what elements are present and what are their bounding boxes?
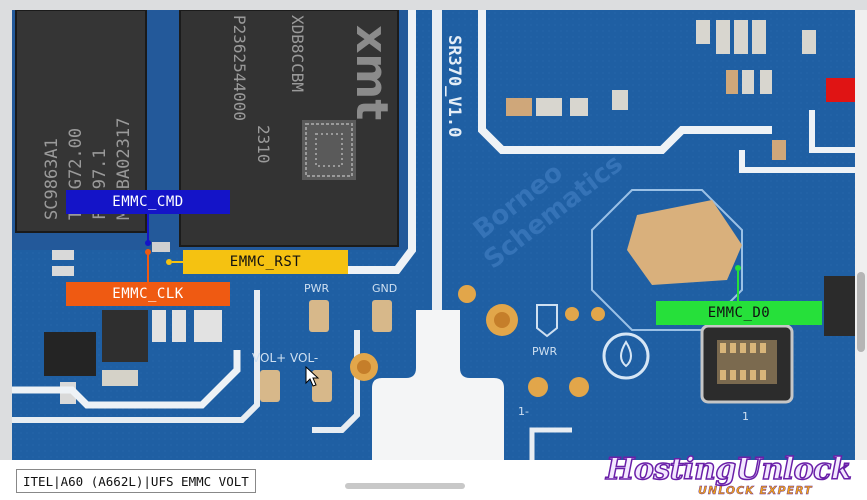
logo-sub-text: UNLOCK EXPERT	[698, 484, 813, 497]
red-marker	[826, 78, 855, 102]
logo-sub-b: EXPERT	[759, 484, 813, 497]
label-emmc-cmd: EMMC_CMD	[66, 190, 230, 214]
emmc-line-2: P2362544000	[230, 15, 249, 121]
horizontal-scroll-indicator[interactable]	[345, 483, 465, 489]
logo-sub-a: UNLOCK	[698, 484, 755, 497]
silk-vol: VOL+ VOL-	[252, 351, 318, 365]
cpu-line-1: SC9863A1	[42, 138, 62, 220]
emmc-line-1: XDB8CCBM	[288, 15, 307, 92]
silk-pwr-left: PWR	[304, 282, 330, 295]
vertical-scrollbar[interactable]	[855, 10, 867, 460]
hostingunlock-logo: HostingUnlock UNLOCK EXPERT	[605, 451, 861, 500]
vertical-scrollbar-thumb[interactable]	[857, 272, 865, 352]
label-emmc-clk: EMMC_CLK	[66, 282, 230, 306]
emmc-brand: xmt	[346, 25, 397, 120]
label-emmc-rst: EMMC_RST	[183, 250, 348, 274]
silk-pwr-right: PWR	[532, 345, 558, 358]
image-caption: ITEL|A60 (A662L)|UFS EMMC VOLT	[16, 469, 256, 493]
board-model: SR370_V1.0	[444, 35, 464, 137]
pcb-illustration: SC9863A1 TWGG72.00 FAB97.1 MAABA02317 xm…	[12, 10, 855, 460]
silk-1: 1	[742, 410, 749, 423]
emmc-line-3: 2310	[254, 125, 273, 164]
label-emmc-d0: EMMC_D0	[656, 301, 822, 325]
qr-code	[302, 120, 356, 180]
cursor-icon	[305, 365, 320, 387]
connector	[700, 324, 794, 404]
board-photo: SC9863A1 TWGG72.00 FAB97.1 MAABA02317 xm…	[12, 10, 855, 460]
silk-gnd: GND	[372, 282, 397, 295]
silk-1-minus: 1-	[518, 405, 529, 418]
logo-main-text: HostingUnlock	[605, 451, 852, 488]
